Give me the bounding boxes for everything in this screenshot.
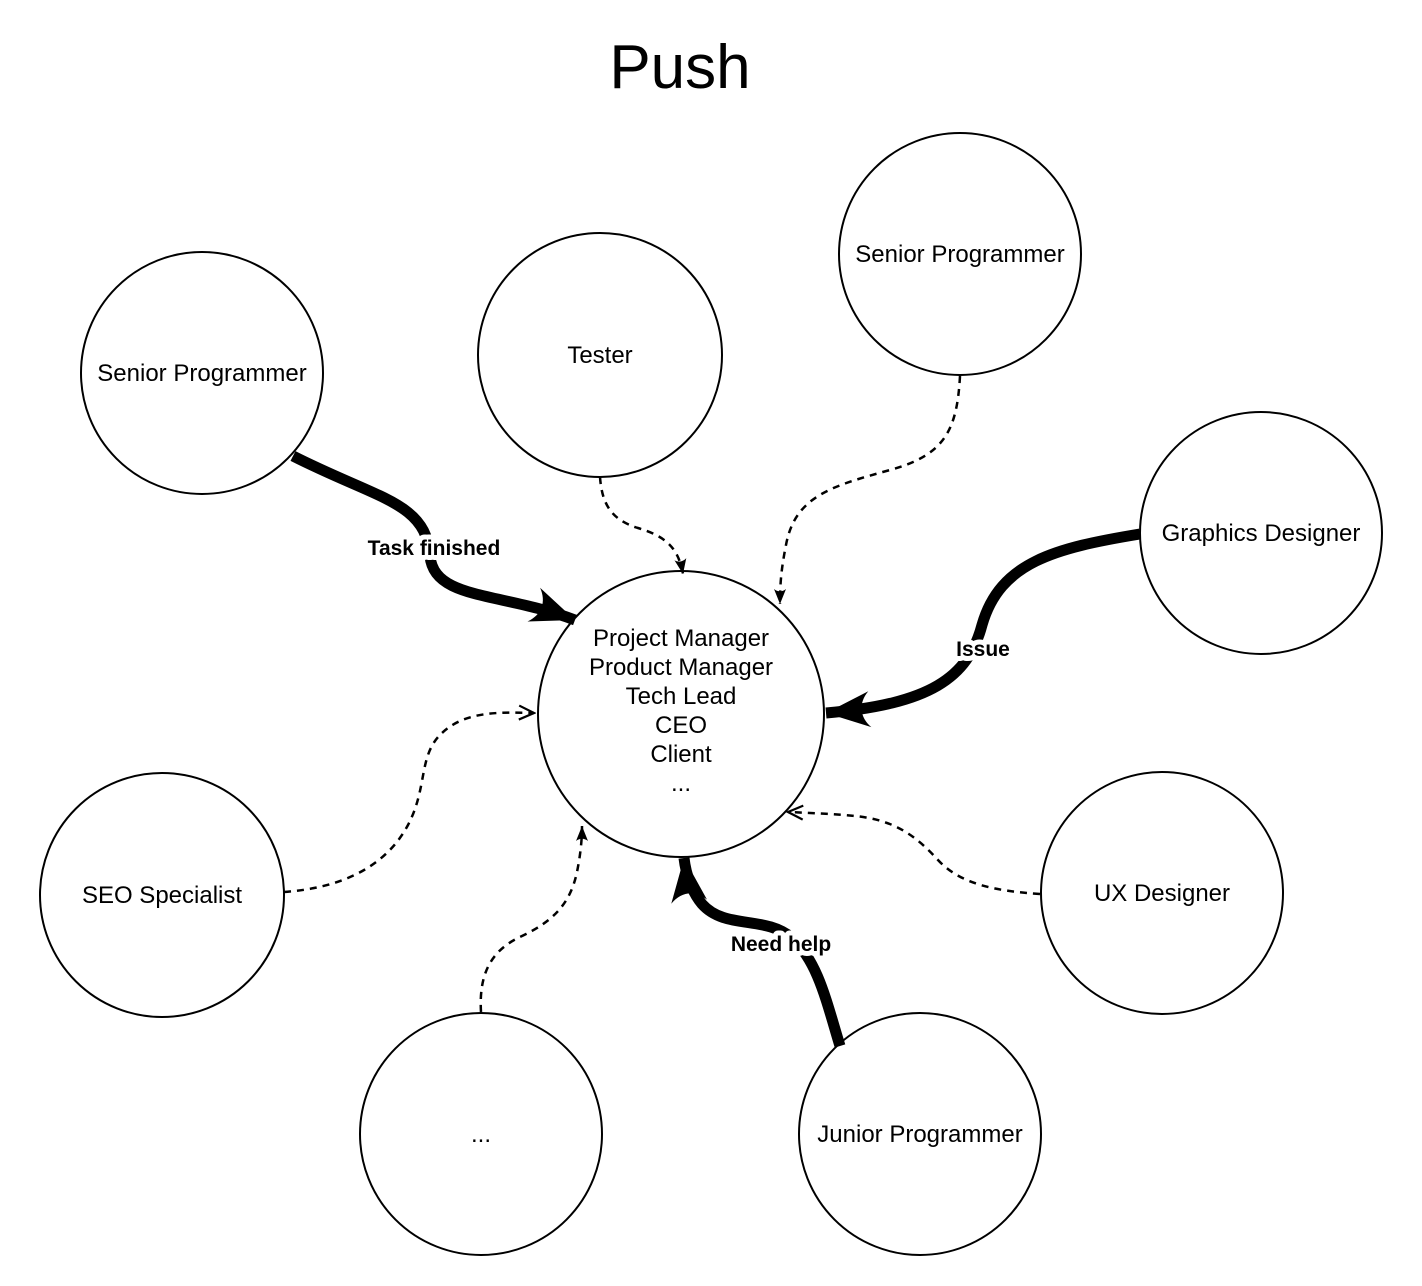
- node-graphics-designer-label: Graphics Designer: [1162, 520, 1361, 547]
- edge-need-help-path: [671, 857, 846, 1048]
- node-seo-specialist-circle: [39, 772, 285, 1018]
- edge-more-roles-to-center-path: [479, 825, 588, 1013]
- edge-seo-specialist-to-center-path: [283, 713, 534, 894]
- edge-label-need-help: Need help: [731, 933, 831, 956]
- edge-issue-path: [825, 528, 1141, 728]
- edge-senior-programmer-top-to-center-path: [774, 375, 962, 605]
- edge-ux-designer-to-center-path: [788, 812, 1041, 896]
- center-node-line-ceo: CEO: [655, 712, 707, 739]
- center-node-line-client: Client: [650, 741, 712, 768]
- center-node-line-tech-lead: Tech Lead: [626, 683, 737, 710]
- node-ux-designer-circle: [1040, 771, 1284, 1015]
- edge-label-task-finished: Task finished: [368, 537, 501, 560]
- node-senior-programmer-left-circle: [80, 251, 324, 495]
- edge-task-finished-path: [290, 451, 577, 626]
- diagram-title: Push: [609, 33, 750, 102]
- edge-label-issue: Issue: [956, 638, 1010, 661]
- node-more-roles-label: ...: [471, 1121, 491, 1148]
- node-ux-designer-label: UX Designer: [1094, 880, 1230, 907]
- node-tester-label: Tester: [567, 342, 632, 369]
- node-senior-programmer-top-circle: [838, 132, 1082, 376]
- node-more-roles-circle: [359, 1012, 603, 1256]
- node-junior-programmer-circle: [798, 1012, 1042, 1256]
- center-node-line-ellipsis: ...: [671, 770, 691, 797]
- node-seo-specialist-label: SEO Specialist: [82, 882, 242, 909]
- node-senior-programmer-left-label: Senior Programmer: [97, 360, 306, 387]
- node-junior-programmer-label: Junior Programmer: [817, 1121, 1022, 1148]
- center-node-line-project-manager: Project Manager: [593, 625, 769, 652]
- node-graphics-designer-circle: [1139, 411, 1383, 655]
- edge-tester-to-center-path: [598, 476, 687, 575]
- node-senior-programmer-top-label: Senior Programmer: [855, 241, 1064, 268]
- center-node-line-product-manager: Product Manager: [589, 654, 773, 681]
